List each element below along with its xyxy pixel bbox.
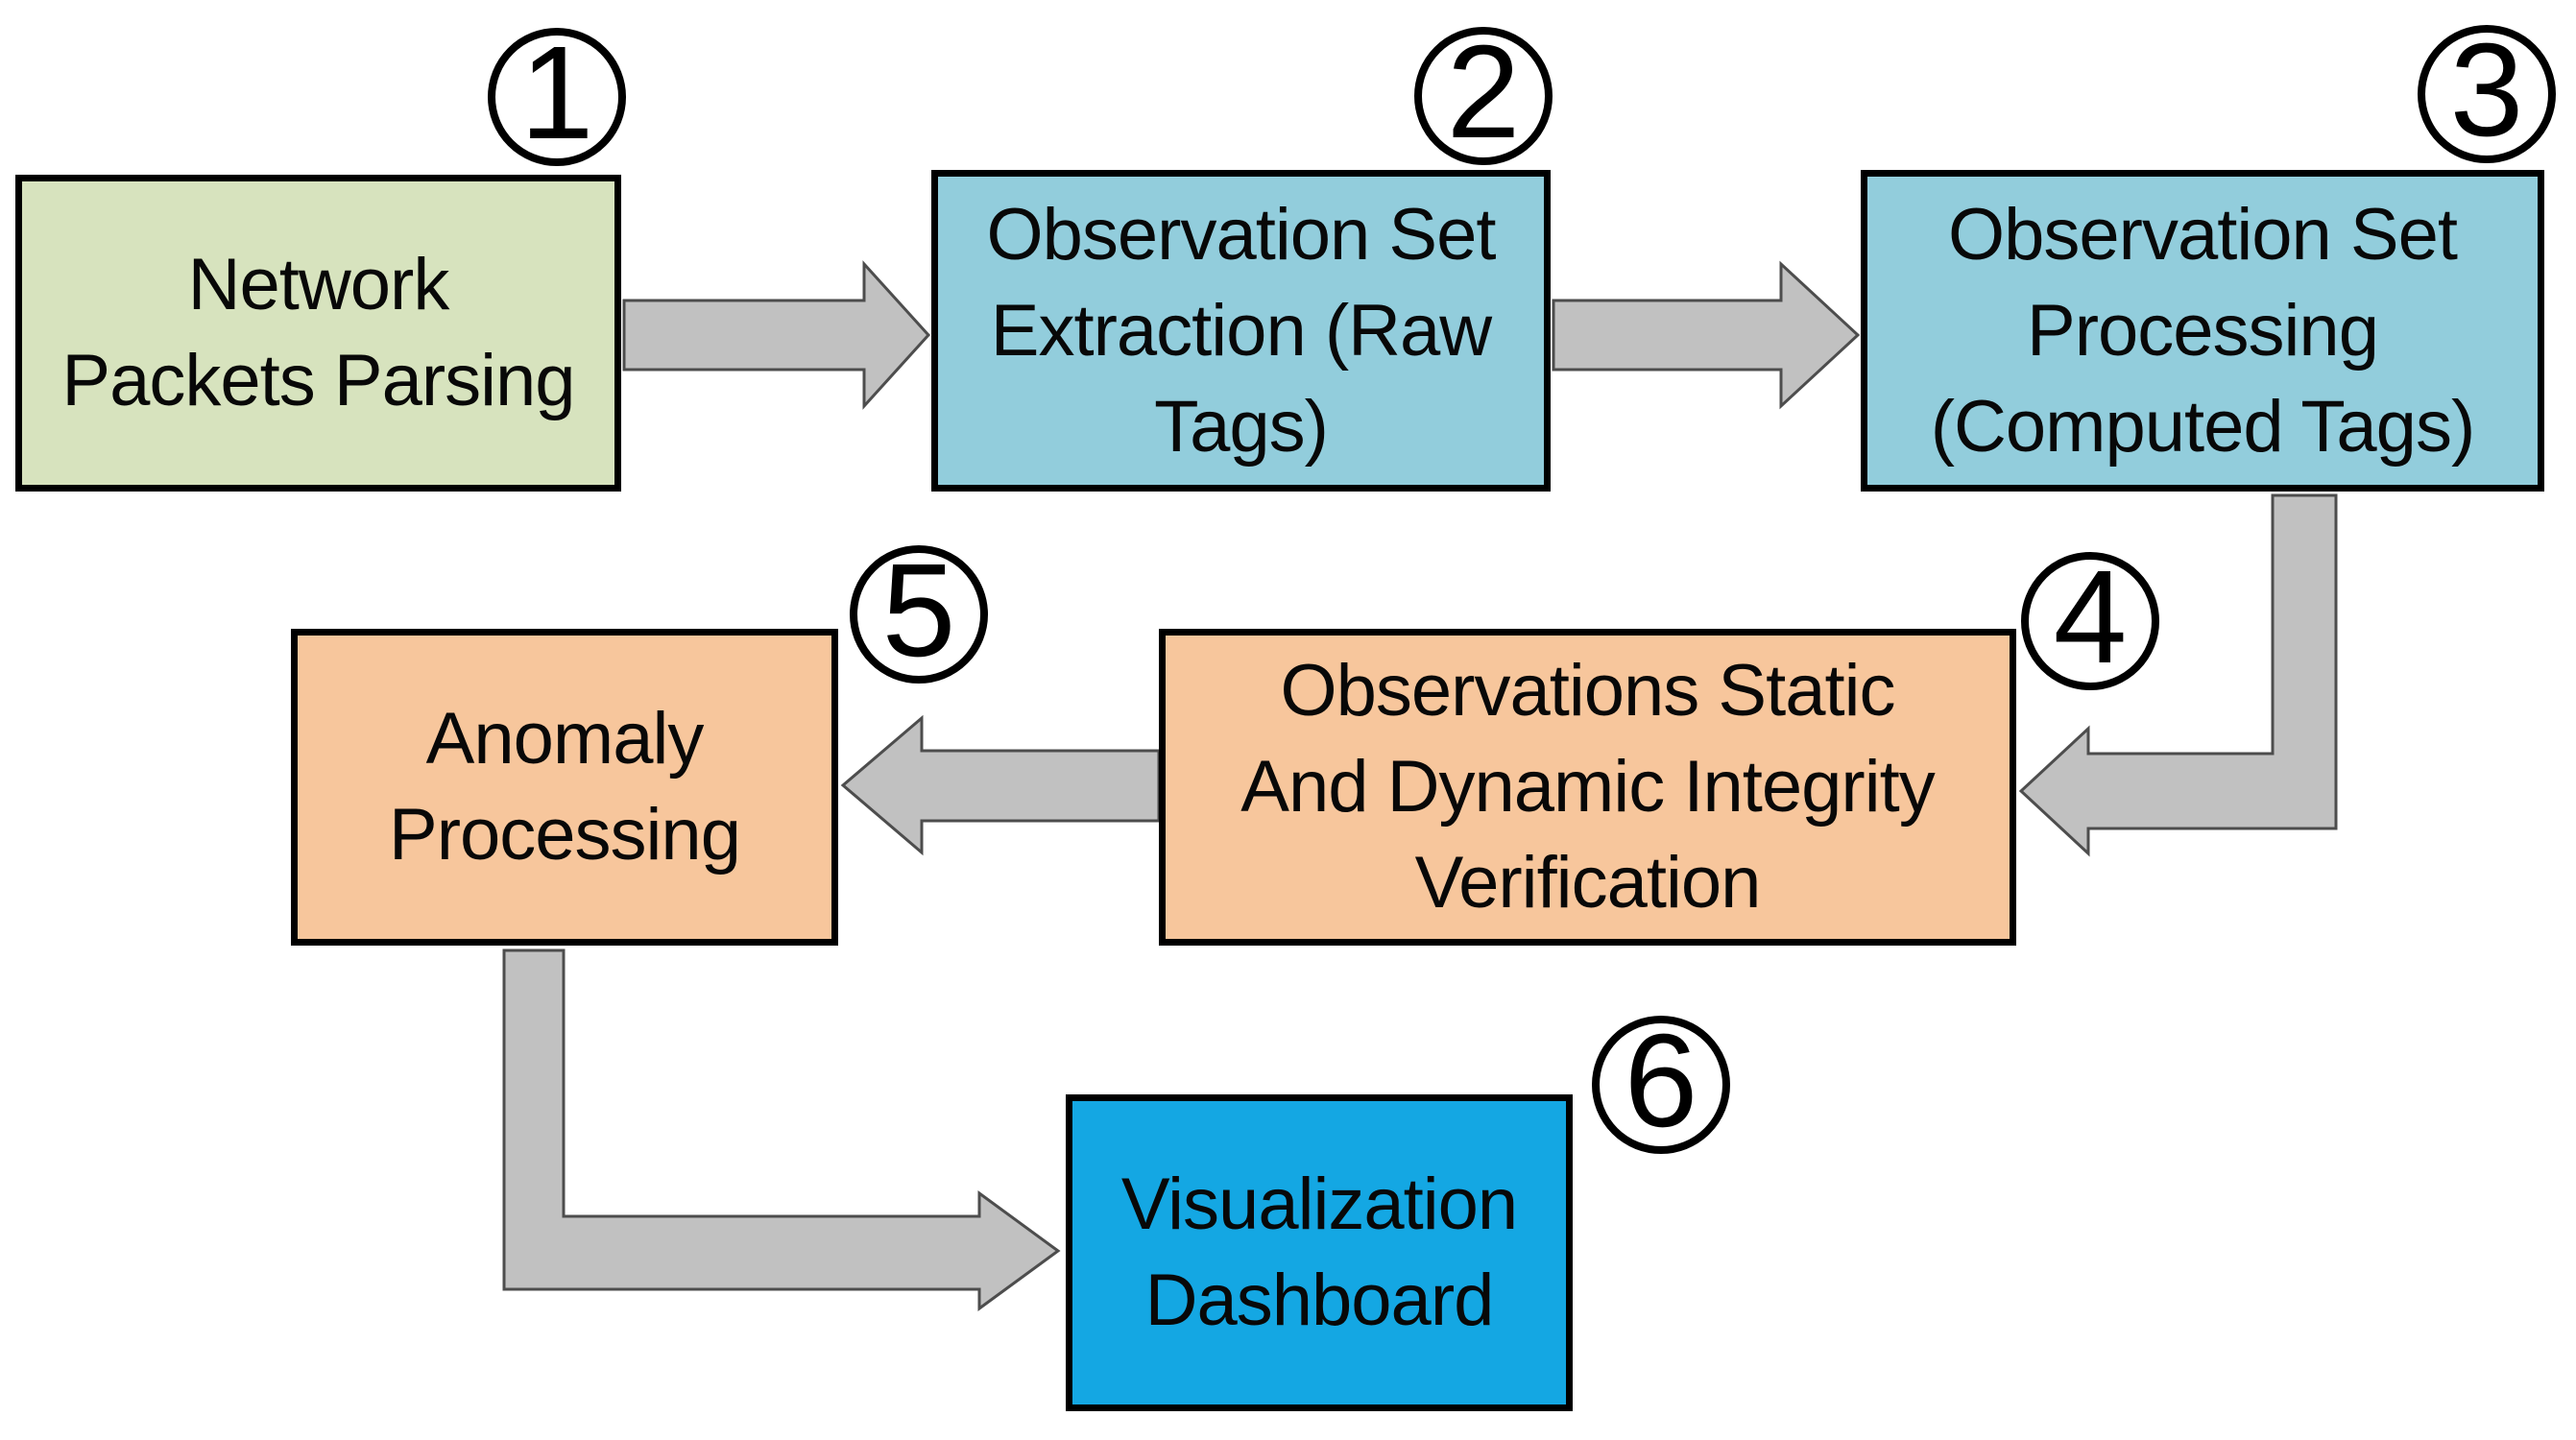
step-badge-5: 5 — [850, 537, 988, 684]
box-label-line: Visualization — [1120, 1164, 1518, 1245]
step-number: 6 — [1624, 1007, 1698, 1155]
box-label-line: Observations Static — [1280, 650, 1896, 732]
step-badge-2: 2 — [1414, 18, 1553, 166]
box-label-line: Tags) — [1154, 385, 1329, 468]
step-badge-6: 6 — [1592, 1007, 1730, 1155]
step-number: 3 — [2449, 16, 2524, 164]
step-badge-4: 4 — [2021, 543, 2159, 691]
box-label-line: (Computed Tags) — [1930, 385, 2476, 468]
box-label-line: Processing — [389, 794, 741, 876]
step-number: 4 — [2053, 543, 2128, 691]
box-label-line: Observation Set — [986, 193, 1497, 276]
step-number: 5 — [881, 537, 956, 684]
arrow-1-2 — [622, 260, 931, 410]
box-label-line: Anomaly — [425, 698, 705, 780]
box-label-line: Extraction (Raw — [990, 289, 1492, 372]
step-badge-1: 1 — [488, 19, 626, 167]
step-badge-3: 3 — [2418, 16, 2556, 164]
box-label-line: Processing — [2027, 289, 2379, 372]
box-label-line: Verification — [1414, 842, 1762, 924]
arrow-4-5 — [840, 714, 1161, 856]
box-label-line: And Dynamic Integrity — [1240, 746, 1935, 828]
box-label-line: Network — [187, 244, 450, 325]
step-number: 2 — [1446, 18, 1521, 166]
arrow-5-6 — [502, 948, 1061, 1311]
box-label-line: Packets Parsing — [61, 340, 575, 421]
box-label-line: Observation Set — [1948, 193, 2458, 276]
box-label-line: Dashboard — [1144, 1260, 1495, 1341]
step-number: 1 — [519, 19, 594, 167]
arrow-2-3 — [1552, 260, 1861, 410]
arrow-3-4 — [2018, 493, 2338, 857]
